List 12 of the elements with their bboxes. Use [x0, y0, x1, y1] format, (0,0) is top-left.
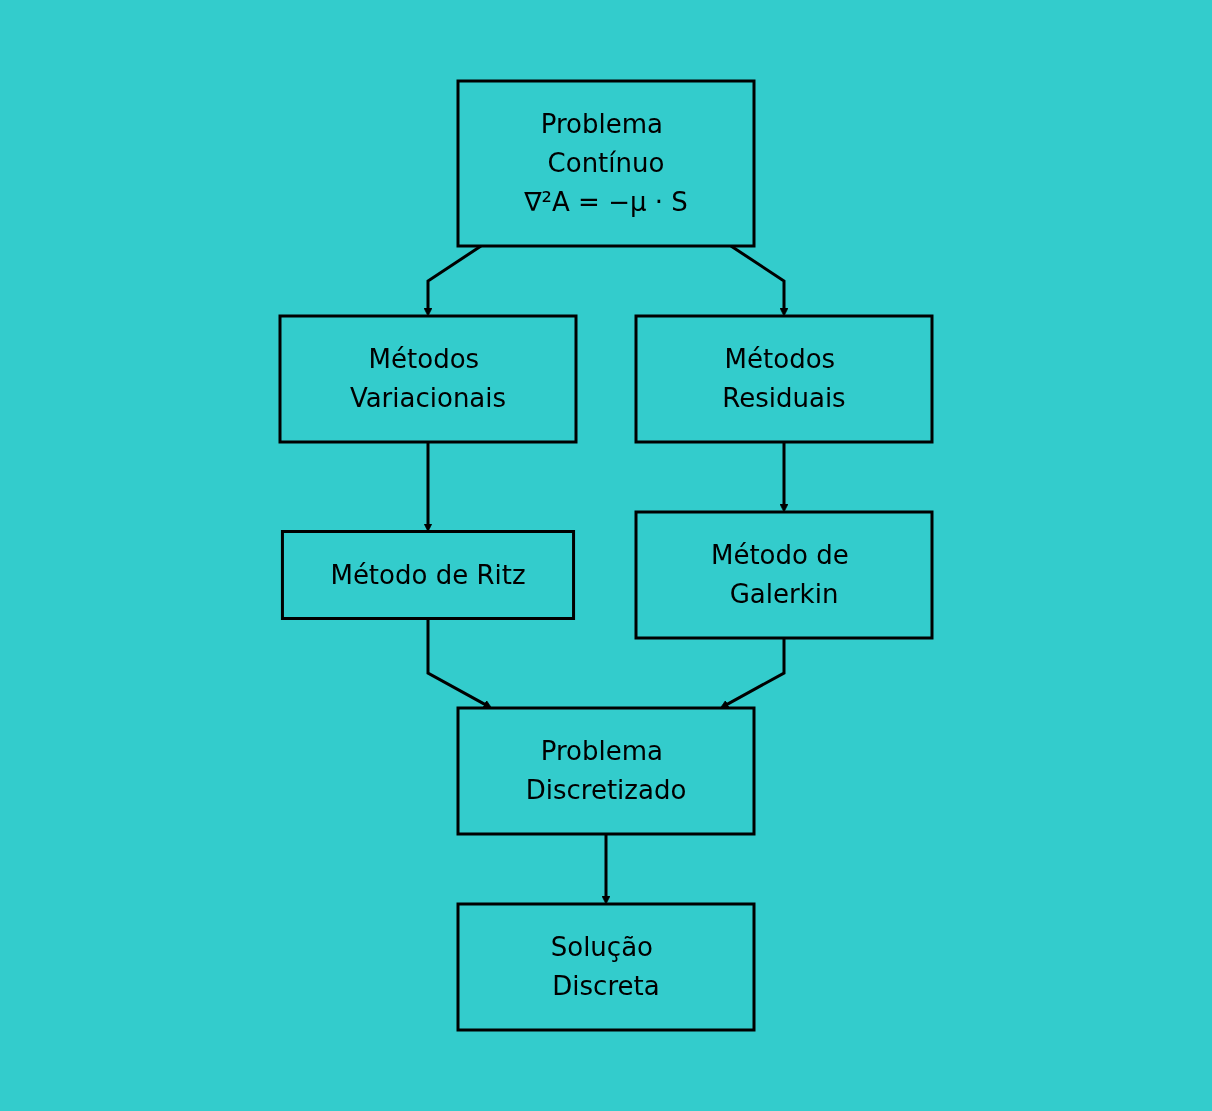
node-box: Método de Galerkin: [634, 510, 934, 640]
node-box: Método de Ritz: [280, 530, 576, 620]
arrow: [779, 442, 789, 513]
node-box: Métodos Variacionais: [278, 314, 578, 444]
arrow: [423, 442, 433, 532]
arrow: [426, 618, 492, 709]
node-box: Solução Discreta: [456, 902, 756, 1032]
node-box: Métodos Residuais: [634, 314, 934, 444]
node-box: Problema Discretizado: [456, 706, 756, 836]
arrow: [720, 638, 786, 709]
node-box: Problema Contínuo ∇²A = −μ · S: [456, 79, 756, 248]
arrow: [601, 834, 611, 905]
